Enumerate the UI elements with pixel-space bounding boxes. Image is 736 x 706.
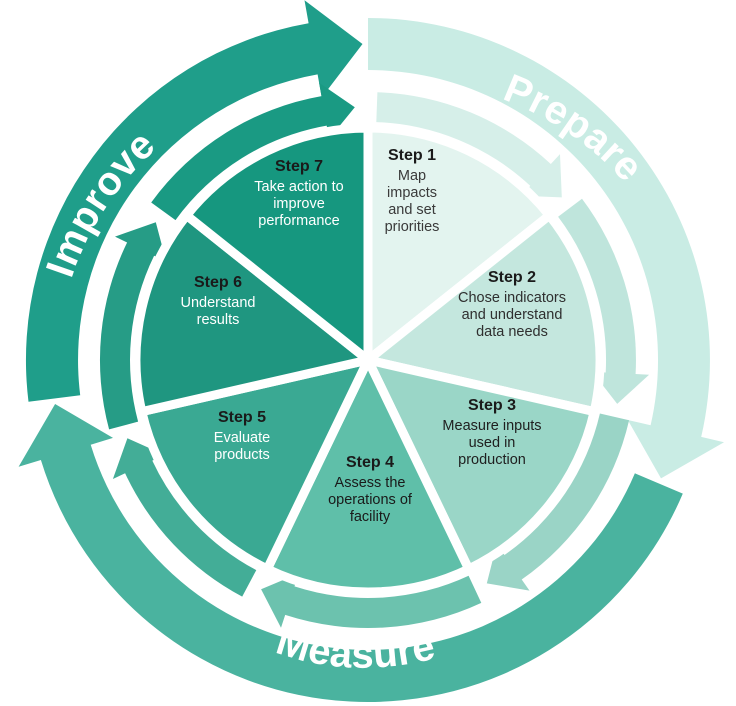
step-wedge (137, 355, 373, 574)
inner-arrow (376, 92, 562, 198)
outer-arrow-prepare (368, 18, 724, 479)
step-description-line: priorities (385, 219, 440, 235)
inner-arrow (558, 198, 650, 404)
step-title: Step 1 (388, 147, 436, 164)
step-description-line: results (197, 312, 240, 328)
inner-arrow (151, 82, 355, 221)
step-title: Step 7 (275, 158, 323, 175)
step-wedges (131, 123, 605, 597)
step-description-line: used in (469, 435, 516, 451)
inner-arrow (99, 222, 167, 430)
step-title: Step 2 (488, 269, 536, 286)
step-title: Step 3 (468, 397, 516, 414)
step-description-line: operations of (328, 492, 413, 508)
step-title: Step 5 (218, 409, 266, 426)
inner-arrow (112, 438, 257, 597)
step-description-line: Assess the (335, 475, 406, 491)
step-wedge (131, 210, 373, 417)
step-description-line: production (458, 452, 526, 468)
step-description-line: Evaluate (214, 430, 270, 446)
step-description-line: products (214, 447, 270, 463)
step-wedge (363, 210, 605, 417)
step-wedge (182, 123, 373, 365)
outer-phase-ring (18, 0, 724, 703)
inner-arrow-ring (99, 82, 650, 629)
outer-arrow-improve (25, 0, 363, 402)
step-wedge (363, 355, 599, 574)
step-description-line: impacts (387, 185, 437, 201)
step-description-line: data needs (476, 324, 548, 340)
step-title: Step 6 (194, 274, 242, 291)
step-description-line: Map (398, 168, 426, 184)
step-description-line: facility (350, 509, 391, 525)
outer-arrow-measure (18, 404, 683, 703)
step-title: Step 4 (346, 454, 394, 471)
step-description-line: Measure inputs (442, 418, 541, 434)
inner-arrow (486, 413, 630, 591)
step-description-line: Take action to (254, 179, 343, 195)
step-wedge (262, 355, 474, 597)
inner-arrow (261, 573, 482, 629)
step-description-line: and set (388, 202, 436, 218)
step-description-line: Understand (181, 295, 256, 311)
step-description-line: improve (273, 196, 325, 212)
step-description-line: performance (258, 213, 339, 229)
step-description-line: Chose indicators (458, 290, 566, 306)
step-description-line: and understand (462, 307, 563, 323)
step-wedge (363, 123, 554, 365)
